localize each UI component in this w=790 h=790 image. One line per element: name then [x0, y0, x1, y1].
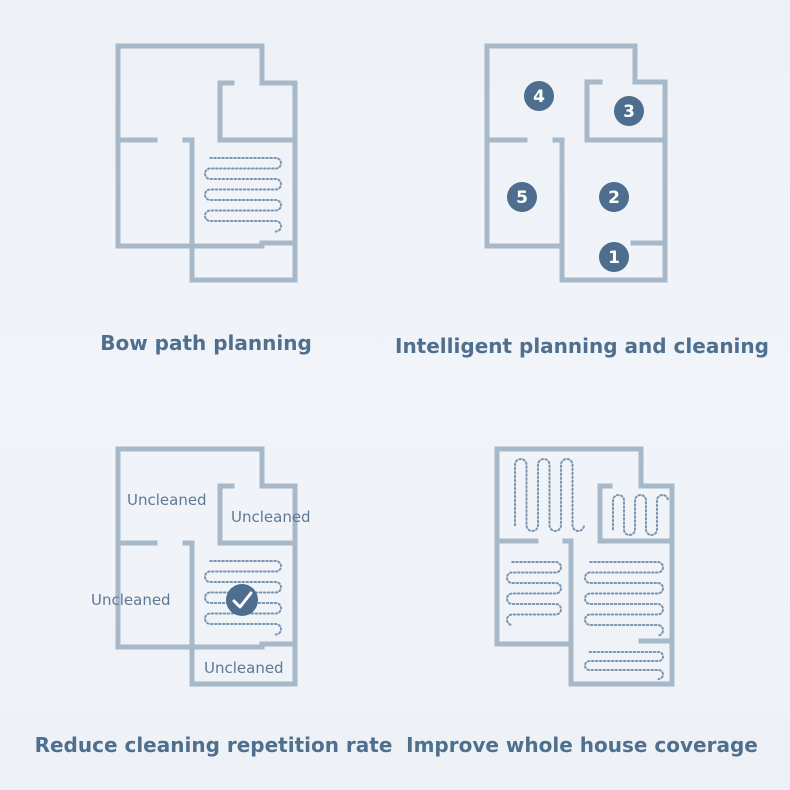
inner-wall — [562, 538, 574, 647]
caption-reduce-repetition: Reduce cleaning repetition rate — [34, 733, 393, 757]
svg-text:1: 1 — [608, 248, 620, 268]
floorplan-uncleaned: Uncleaned Uncleaned Uncleaned Uncleaned — [91, 446, 311, 687]
floorplan-coverage — [494, 446, 675, 687]
inner-wall — [552, 137, 565, 249]
label-uncleaned-top-left: Uncleaned — [127, 491, 207, 509]
cleaning-path — [514, 458, 585, 532]
cleaning-path — [204, 560, 282, 636]
outer-wall — [494, 446, 675, 687]
outer-wall — [115, 43, 298, 283]
zone-badge-2: 2 — [599, 182, 629, 212]
caption-bow-path: Bow path planning — [100, 331, 312, 355]
bow-path-pattern — [204, 157, 282, 233]
coverage-path-pattern — [506, 458, 669, 680]
cleaning-path — [584, 651, 664, 680]
label-uncleaned-top-right: Uncleaned — [231, 508, 311, 526]
inner-wall — [217, 483, 298, 546]
floorplan-zones: 4 3 5 2 1 — [484, 43, 668, 283]
inner-wall — [584, 79, 668, 143]
floorplan-bow-path — [115, 43, 298, 283]
zone-badge-4: 4 — [524, 81, 554, 111]
label-uncleaned-bottom: Uncleaned — [204, 659, 284, 677]
panel-bow-path: Bow path planning — [0, 0, 395, 380]
outer-wall — [484, 43, 668, 283]
zone-badge-3: 3 — [614, 96, 644, 126]
cleaning-path — [584, 561, 664, 637]
svg-text:2: 2 — [608, 188, 620, 208]
caption-intelligent-planning: Intelligent planning and cleaning — [395, 334, 769, 358]
caption-whole-coverage: Improve whole house coverage — [406, 733, 758, 757]
svg-text:3: 3 — [623, 102, 635, 122]
inner-wall — [217, 80, 298, 143]
inner-wall — [182, 540, 195, 650]
inner-wall — [597, 483, 675, 544]
label-uncleaned-left: Uncleaned — [91, 591, 171, 609]
panel-whole-coverage: Improve whole house coverage — [395, 395, 790, 790]
zone-badge-1: 1 — [599, 242, 629, 272]
svg-text:5: 5 — [516, 188, 528, 208]
panel-intelligent-planning: 4 3 5 2 1 Intelligent planning and clean… — [395, 0, 790, 380]
inner-wall — [182, 137, 195, 249]
svg-text:4: 4 — [533, 87, 545, 107]
zone-badge-5: 5 — [507, 182, 537, 212]
cleaning-path — [204, 157, 282, 233]
panel-reduce-repetition: Uncleaned Uncleaned Uncleaned Uncleaned … — [0, 395, 395, 790]
check-icon — [226, 584, 258, 616]
outer-wall — [115, 446, 298, 687]
cleaning-path — [506, 561, 562, 626]
cleaning-path — [612, 494, 669, 536]
bow-path-pattern — [204, 560, 282, 636]
